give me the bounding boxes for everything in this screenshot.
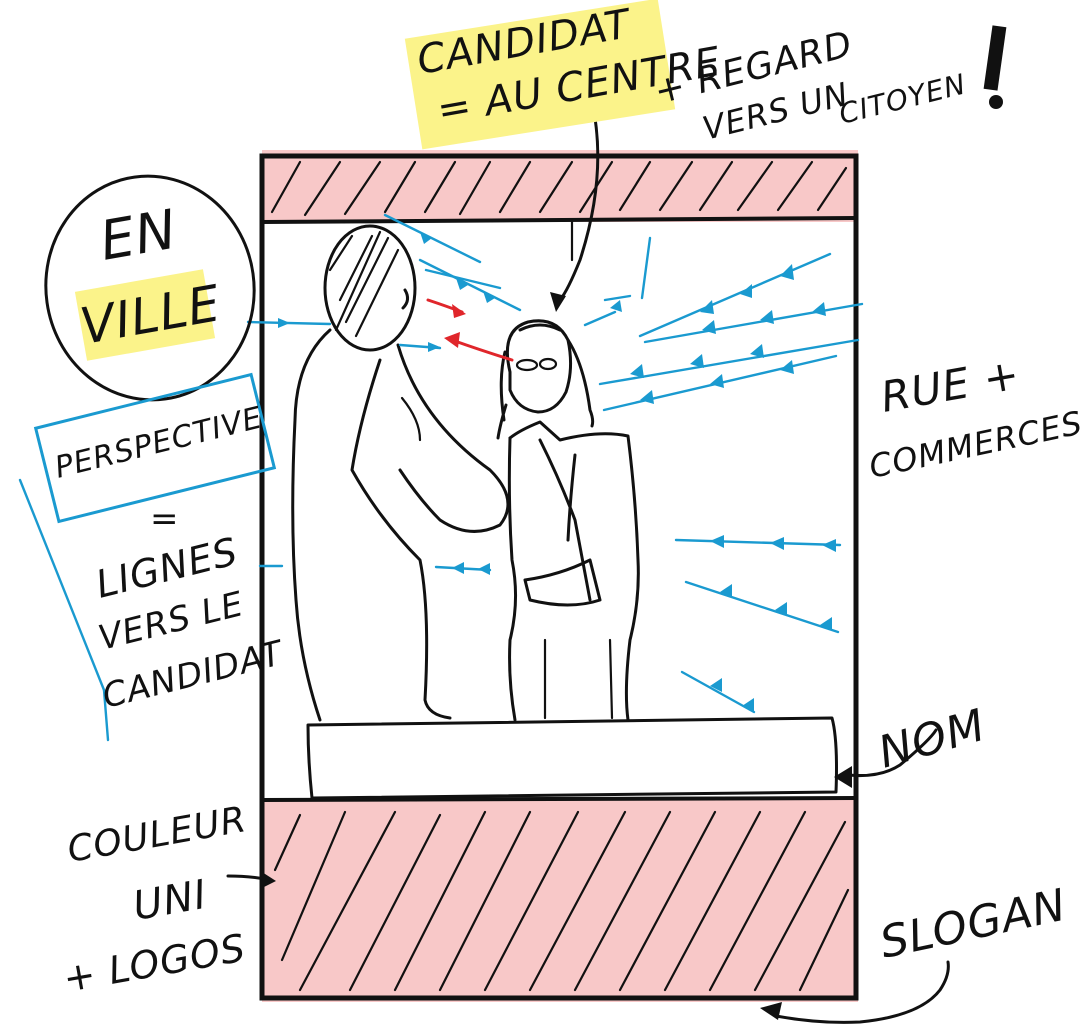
top-band <box>262 150 858 222</box>
top-band-divider <box>261 216 857 224</box>
gaze-arrows <box>426 298 514 362</box>
name-box <box>306 716 838 800</box>
regard-exclamation-mark <box>983 25 1007 91</box>
candidate-figure <box>496 319 640 722</box>
label-couleur-line2: UNI <box>130 872 211 930</box>
label-en: EN <box>95 197 181 272</box>
perspective-arrowheads <box>278 232 836 712</box>
citizen-figure <box>291 224 510 722</box>
label-perspective: PERSPECTIVE <box>51 400 266 485</box>
label-equals: = <box>150 499 180 539</box>
en-ville-circle <box>44 174 256 402</box>
label-couleur-line1: COULEUR <box>64 799 249 871</box>
label-couleur-line3: + LOGOS <box>60 926 249 1001</box>
annotation-rue: RUE + COMMERCES <box>866 349 1086 486</box>
label-regard-line3: CITOYEN <box>836 67 970 130</box>
citizen-head <box>323 224 417 352</box>
poster-outline <box>259 153 859 1001</box>
bottom-band-hatching <box>273 810 850 992</box>
ville-highlight <box>74 269 216 361</box>
bottom-band <box>262 800 858 1002</box>
bottom-band-divider <box>261 796 857 802</box>
label-slogan: SLOGAN <box>876 880 1071 969</box>
perspective-box <box>33 372 277 524</box>
annotation-couleur: COULEUR UNI + LOGOS <box>60 799 250 1001</box>
label-ville: VILLE <box>76 274 225 356</box>
label-rue-line1: RUE + <box>877 349 1023 422</box>
annotation-perspective: PERSPECTIVE = LIGNES VERS LE CANDIDAT <box>51 400 288 716</box>
annotation-en-ville: EN VILLE <box>76 197 225 355</box>
label-nom: NOM <box>873 700 991 779</box>
regard-exclamation-dot <box>989 95 1003 109</box>
candidat-highlight <box>404 0 676 150</box>
top-band-hatching <box>270 160 848 217</box>
pointer-arrows <box>226 110 950 1024</box>
